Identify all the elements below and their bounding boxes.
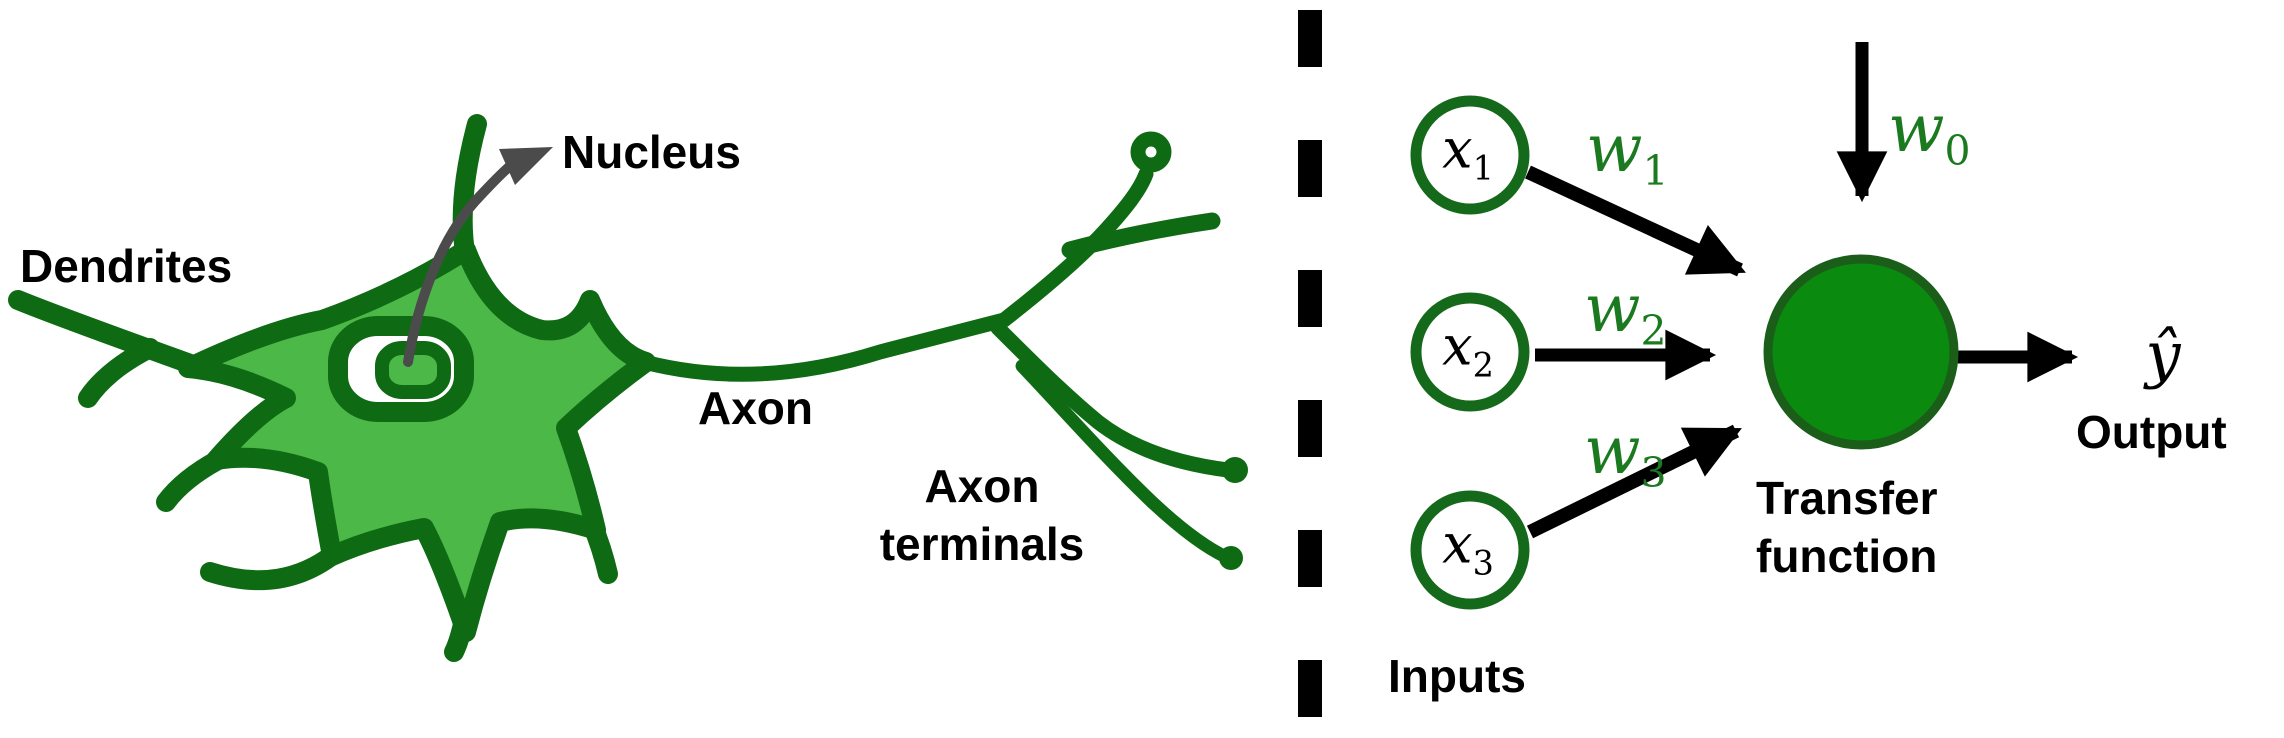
dendrite-left-long bbox=[8, 290, 206, 376]
weight-label-w3: w3 bbox=[1584, 418, 1667, 494]
terminal-loop bbox=[1130, 131, 1172, 173]
axon-terminals-label: Axon terminals bbox=[879, 460, 1085, 570]
axon-terminals-strokes bbox=[990, 131, 1236, 564]
input-circle-x2 bbox=[1410, 292, 1530, 412]
w3-base: w bbox=[1584, 412, 1641, 489]
weight-label-w2: w2 bbox=[1584, 276, 1667, 352]
biological-neuron-drawing bbox=[8, 114, 1248, 662]
dendrites-label: Dendrites bbox=[20, 240, 233, 292]
x1-base: x bbox=[1442, 117, 1473, 181]
arrow-x3-to-node bbox=[1526, 424, 1742, 539]
perceptron-arrows bbox=[1525, 42, 2079, 539]
inputs-label: Inputs bbox=[1388, 650, 1526, 702]
perceptron-diagram bbox=[1410, 42, 2079, 610]
terminal-bouton-2 bbox=[1219, 546, 1243, 570]
w2-base: w bbox=[1584, 270, 1641, 347]
input-circles bbox=[1410, 95, 1530, 610]
weight-label-w1: w1 bbox=[1586, 116, 1669, 192]
input-circle-x1 bbox=[1410, 95, 1530, 215]
x2-subscript: 2 bbox=[1472, 345, 1494, 385]
input-label-x2: x2 bbox=[1442, 319, 1494, 385]
terminal-lower-1 bbox=[990, 320, 1236, 478]
x1-subscript: 1 bbox=[1472, 148, 1494, 188]
transfer-function-node bbox=[1763, 254, 1959, 450]
output-symbol-yhat: ŷ bbox=[2145, 318, 2181, 391]
input-circle-x3 bbox=[1410, 490, 1530, 610]
input-label-x3: x3 bbox=[1442, 517, 1494, 583]
axon-label: Axon bbox=[698, 382, 813, 434]
soma-body bbox=[178, 240, 656, 642]
bias-label-w0: w0 bbox=[1888, 96, 1971, 172]
x2-base: x bbox=[1442, 314, 1473, 378]
w0-base: w bbox=[1888, 90, 1945, 167]
w3-subscript: 3 bbox=[1640, 449, 1667, 498]
x3-subscript: 3 bbox=[1472, 543, 1494, 583]
input-label-x1: x1 bbox=[1442, 122, 1494, 188]
nucleus-pointer-arc bbox=[403, 161, 515, 367]
nucleus-pointer-arrowhead-icon bbox=[499, 147, 553, 185]
terminal-fork-right bbox=[1061, 212, 1221, 259]
dendrite-bottom-left bbox=[200, 544, 344, 591]
dendrite-left-fork bbox=[78, 338, 160, 408]
transfer-function-label: Transfer function bbox=[1756, 472, 1938, 582]
dendrite-top bbox=[452, 114, 487, 268]
w1-base: w bbox=[1586, 110, 1643, 187]
x3-base: x bbox=[1442, 512, 1473, 576]
w0-subscript: 0 bbox=[1944, 127, 1971, 176]
arrow-x1-to-node bbox=[1525, 165, 1746, 277]
w2-subscript: 2 bbox=[1640, 307, 1667, 356]
output-label: Output bbox=[2076, 406, 2227, 458]
terminal-bouton-1 bbox=[1222, 457, 1248, 483]
nucleus-label: Nucleus bbox=[562, 126, 741, 178]
axon-line bbox=[636, 312, 1012, 382]
terminal-lower-2 bbox=[1015, 359, 1233, 564]
w1-subscript: 1 bbox=[1642, 147, 1669, 196]
